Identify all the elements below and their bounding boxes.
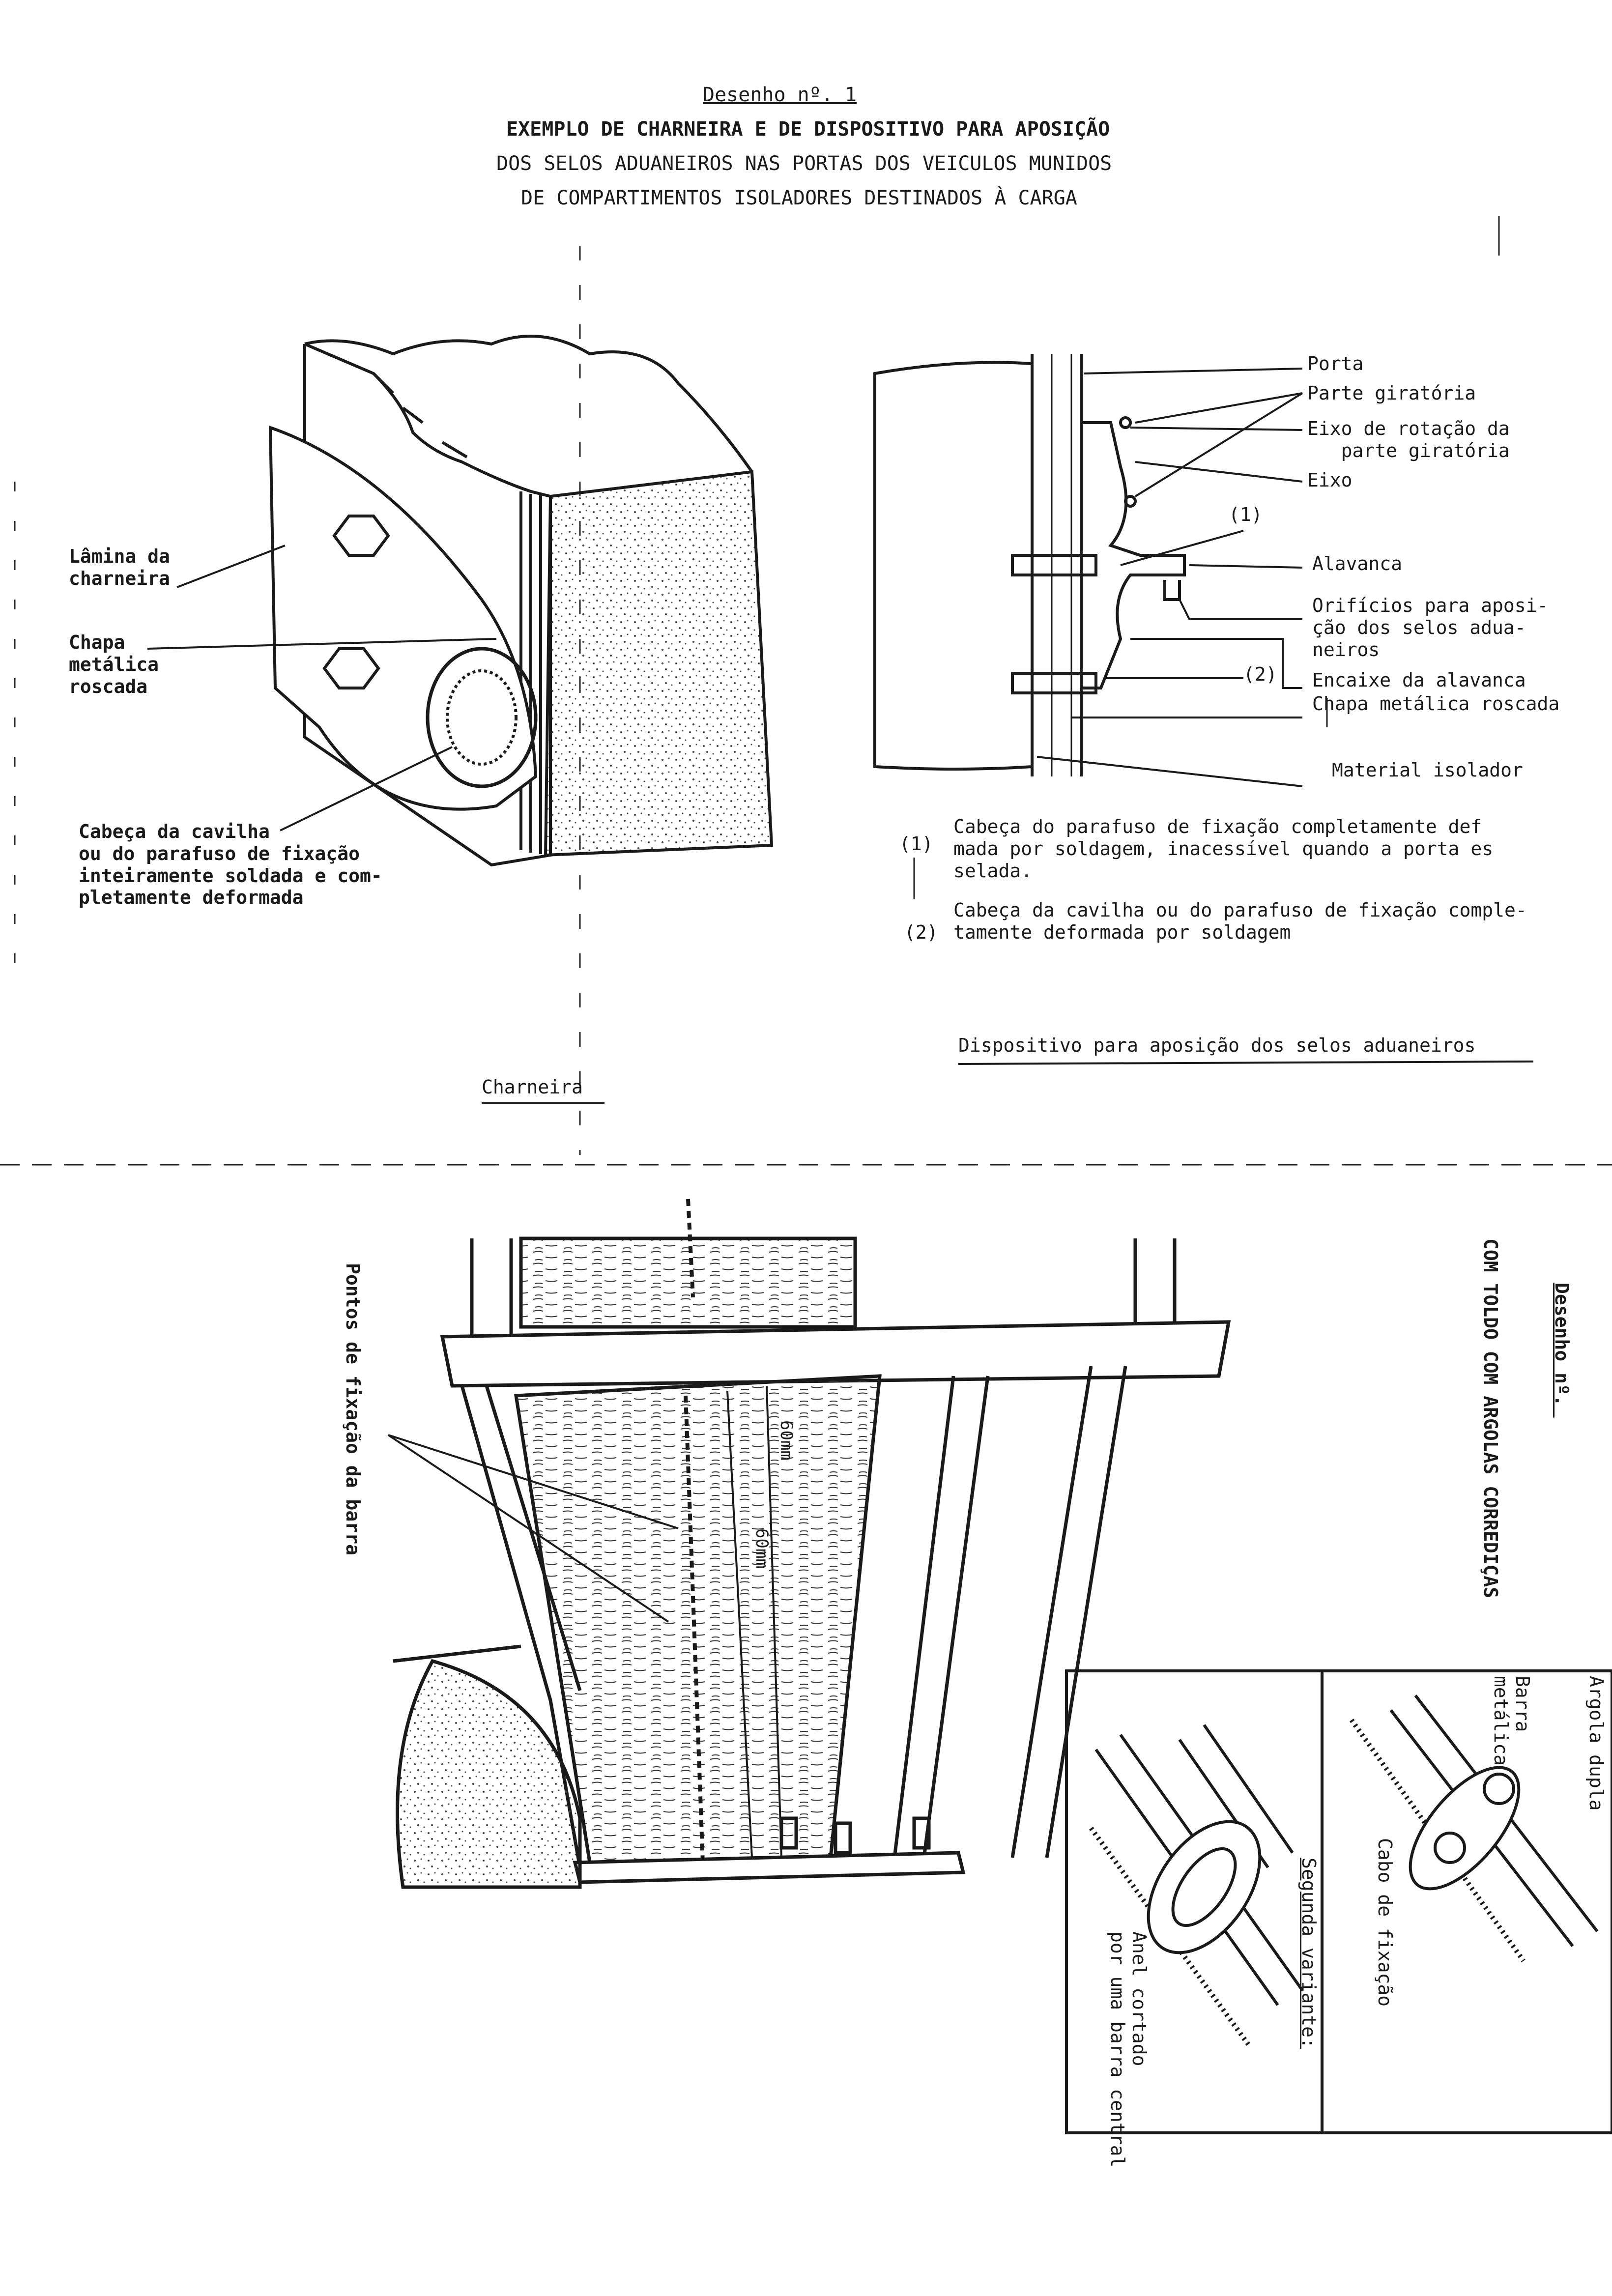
section-subtitle: COM TOLDO COM ARGOLAS CORREDIÇAS xyxy=(1480,1238,1501,1599)
label-eixo: Eixo xyxy=(1307,469,1353,491)
title-line-1: EXEMPLO DE CHARNEIRA E DE DISPOSITIVO PA… xyxy=(506,118,1110,141)
scan-artifacts xyxy=(0,216,1612,1166)
dimension-2: 60mm xyxy=(752,1528,772,1569)
label-hinge-blade: Lâmina da charneira xyxy=(69,545,170,589)
label-encaixe: Encaixe da alavanca xyxy=(1312,669,1526,691)
marker-1: (1) xyxy=(1229,504,1263,525)
note-1-number: (1) xyxy=(899,833,933,855)
label-bolt-head: Cabeça da cavilha ou do parafuso de fixa… xyxy=(79,821,382,909)
label-alavanca: Alavanca xyxy=(1312,553,1403,574)
title-line-3: DE COMPARTIMENTOS ISOLADORES DESTINADOS … xyxy=(521,187,1077,209)
label-porta: Porta xyxy=(1307,353,1364,374)
label-orificios: Orifícios para aposi- ção dos selos adua… xyxy=(1312,595,1549,660)
label-pontos-fixacao: Pontos de fixação da barra xyxy=(342,1263,364,1555)
title-line-2: DOS SELOS ADUANEIROS NAS PORTAS DOS VEIC… xyxy=(496,152,1112,175)
label-barra-metalica: Barra metálica xyxy=(1490,1676,1533,1766)
seal-device-caption: Dispositivo para aposição dos selos adua… xyxy=(958,1034,1476,1056)
label-threaded-plate: Chapa metálica roscada xyxy=(69,631,159,697)
hinge-caption: Charneira xyxy=(482,1076,583,1098)
seal-device-drawing xyxy=(873,354,1534,1065)
inset-second-variant-title: Segunda variante: xyxy=(1298,1858,1320,2049)
drawing-number-2: Desenho nº. xyxy=(1551,1283,1573,1418)
label-anel-cortado: Anel cortado por uma barra central xyxy=(1107,1931,1150,2168)
label-chapa-roscada: Chapa metálica roscada xyxy=(1312,693,1560,715)
dimension-1: 60mm xyxy=(777,1420,796,1461)
inset-box xyxy=(1065,1669,1612,2134)
drawing-number: Desenho nº. 1 xyxy=(703,84,857,106)
note-2: Cabeça da cavilha ou do parafuso de fixa… xyxy=(953,899,1527,943)
label-cabo-fixacao: Cabo de fixação xyxy=(1374,1838,1396,2007)
vehicle-drawing xyxy=(387,1199,1231,1889)
note-2-number: (2) xyxy=(904,921,938,943)
hinge-drawing xyxy=(147,335,774,867)
note-1: Cabeça do parafuso de fixação completame… xyxy=(953,816,1494,882)
label-eixo-rotacao: Eixo de rotação da parte giratória xyxy=(1307,418,1510,461)
label-argola-dupla: Argola dupla xyxy=(1585,1676,1607,1811)
label-parte-giratoria: Parte giratória xyxy=(1307,382,1476,404)
marker-2: (2) xyxy=(1243,663,1277,685)
label-material-isolador: Material isolador xyxy=(1332,759,1523,781)
